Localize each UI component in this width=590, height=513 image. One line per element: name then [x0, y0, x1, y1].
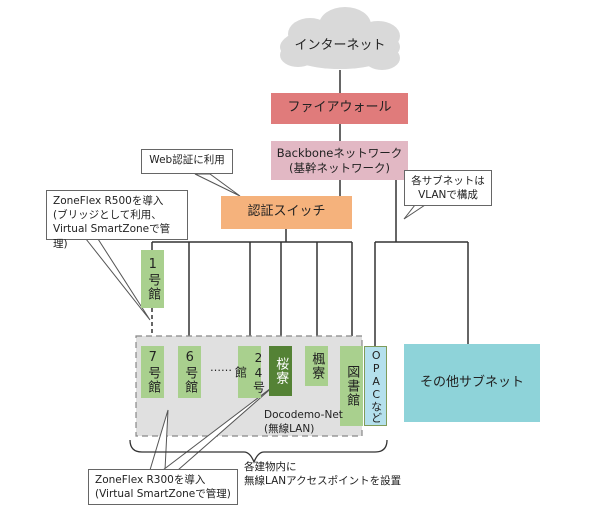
buildings-ellipsis: ……: [210, 360, 232, 374]
callout-r500-line3: Virtual SmartZoneで管理): [53, 223, 171, 250]
opac-etc: OPACなど: [364, 346, 387, 426]
other-subnets: その他サブネット: [404, 344, 540, 422]
ap-note-line2: 無線LANアクセスポイントを設置: [244, 475, 402, 488]
docodemo-line1: Docodemo-Net: [264, 409, 343, 421]
kaede-dorm: 楓寮: [305, 346, 328, 386]
callout-r500-line1: ZoneFlex R500を導入: [53, 195, 164, 207]
auth-switch-box: 認証スイッチ: [221, 196, 352, 229]
brace: [129, 439, 388, 464]
backbone-line2: (基幹ネットワーク): [289, 160, 390, 175]
callout-r500-line2: (ブリッジとして利用、: [53, 209, 162, 222]
callout-web-auth: Web認証に利用: [141, 149, 233, 174]
ap-note: 各建物内に 無線LANアクセスポイントを設置: [244, 460, 434, 488]
docodemo-net-label: Docodemo-Net (無線LAN): [264, 408, 346, 436]
building-7: 7号館: [141, 346, 164, 398]
callout-subnet-vlan: 各サブネットは VLANで構成: [404, 170, 492, 206]
callout-r300-line1: ZoneFlex R300を導入: [95, 474, 206, 486]
building-1: 1号館: [141, 250, 164, 308]
internet-cloud-shape: [280, 7, 400, 70]
internet-cloud-label: インターネット: [294, 37, 386, 53]
callout-subnet-line1: 各サブネットは: [411, 175, 485, 187]
callout-subnet-line2: VLANで構成: [418, 189, 478, 202]
building-24: 24号館: [234, 346, 266, 398]
ap-note-line1: 各建物内に: [244, 461, 297, 473]
callout-r500: ZoneFlex R500を導入 (ブリッジとして利用、 Virtual Sma…: [46, 190, 188, 250]
callout-r300: ZoneFlex R300を導入 (Virtual SmartZoneで管理): [88, 469, 238, 505]
backbone-line1: Backboneネットワーク: [276, 145, 403, 160]
backbone-network-box: Backboneネットワーク (基幹ネットワーク): [271, 141, 408, 180]
callout-r300-line2: (Virtual SmartZoneで管理): [95, 488, 231, 501]
building-6: 6号館: [178, 346, 201, 398]
sakura-dorm: 桜寮: [269, 346, 292, 396]
firewall-box: ファイアウォール: [271, 93, 408, 124]
library: 図書館: [340, 346, 363, 426]
docodemo-line2: (無線LAN): [264, 423, 315, 436]
